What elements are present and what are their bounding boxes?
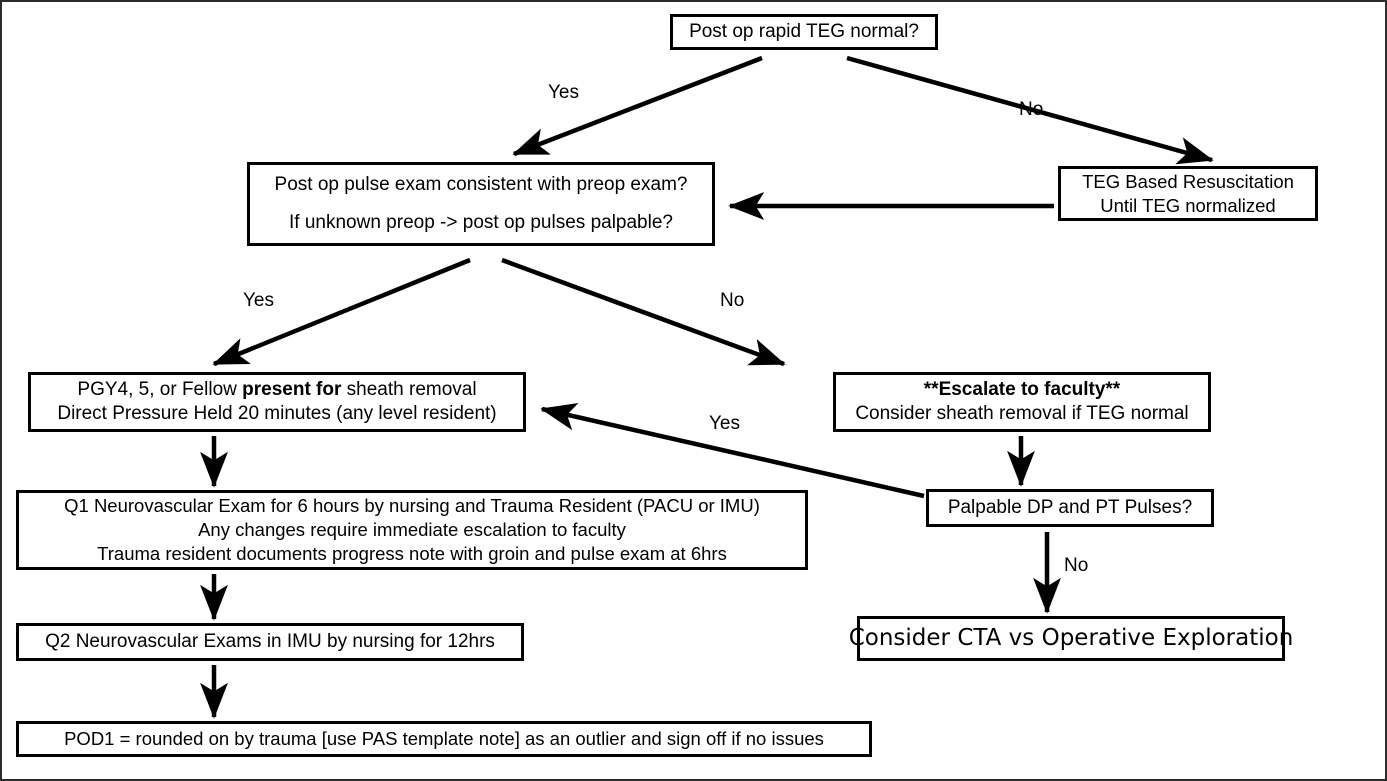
node-label-line-1: **Escalate to faculty**	[923, 378, 1121, 400]
edge-label-top-no: No	[1019, 99, 1044, 120]
edge-label-palpable-no: No	[1064, 555, 1089, 576]
node-pgy-sheath-removal[interactable]: PGY4, 5, or Fellow present for sheath re…	[28, 372, 526, 432]
node-label-line-2: Consider sheath removal if TEG normal	[855, 403, 1189, 424]
edge-top-yes	[512, 55, 763, 157]
node-label-line-2: Direct Pressure Held 20 minutes (any lev…	[57, 403, 497, 424]
node-label-line-2: Any changes require immediate escalation…	[198, 519, 626, 541]
node-label-line-1: TEG Based Resuscitation	[1082, 170, 1294, 192]
node-label: Palpable DP and PT Pulses?	[947, 496, 1193, 518]
node-consider-cta-operative-exploration[interactable]: Consider CTA vs Operative Exploration	[849, 616, 1293, 661]
node-label-line-3: Trauma resident documents progress note …	[97, 542, 727, 564]
node-label: Q2 Neurovascular Exams in IMU by nursing…	[45, 630, 495, 652]
node-q1-neurovascular-exam[interactable]: Q1 Neurovascular Exam for 6 hours by nur…	[16, 490, 808, 570]
edge-label-top-yes: Yes	[548, 82, 579, 103]
node-post-op-rapid-teg-normal[interactable]: Post op rapid TEG normal?	[670, 14, 938, 50]
node-label: Post op rapid TEG normal?	[689, 20, 919, 42]
node-label-line-2: If unknown preop -> post op pulses palpa…	[289, 212, 673, 233]
node-label-line-1-post: sheath removal	[341, 378, 477, 400]
node-label-line-1: PGY4, 5, or Fellow present for sheath re…	[77, 378, 476, 402]
node-label-line-1-bold: present for	[242, 378, 342, 400]
node-label: Consider CTA vs Operative Exploration	[848, 624, 1294, 651]
node-pod1-rounding[interactable]: POD1 = rounded on by trauma [use PAS tem…	[16, 721, 872, 757]
node-palpable-dp-pt-pulses[interactable]: Palpable DP and PT Pulses?	[926, 489, 1214, 527]
node-label-line-1: Q1 Neurovascular Exam for 6 hours by nur…	[64, 495, 760, 517]
node-q2-neurovascular-exams[interactable]: Q2 Neurovascular Exams in IMU by nursing…	[16, 623, 524, 661]
node-post-op-pulse-exam[interactable]: Post op pulse exam consistent with preop…	[247, 162, 715, 246]
node-label-line-2: Until TEG normalized	[1100, 194, 1276, 216]
edge-pulse-no	[501, 257, 786, 367]
node-label-line-1: Post op pulse exam consistent with preop…	[274, 173, 688, 195]
edge-label-pulse-yes: Yes	[243, 290, 274, 311]
edge-label-palpable-yes: Yes	[709, 413, 740, 434]
node-label-line-1-pre: PGY4, 5, or Fellow	[77, 378, 243, 400]
node-escalate-to-faculty[interactable]: **Escalate to faculty** Consider sheath …	[833, 372, 1211, 432]
edge-pulse-yes	[212, 257, 471, 367]
node-teg-based-resuscitation[interactable]: TEG Based Resuscitation Until TEG normal…	[1058, 166, 1318, 221]
node-label: POD1 = rounded on by trauma [use PAS tem…	[64, 728, 824, 750]
edge-label-pulse-no: No	[720, 290, 745, 311]
